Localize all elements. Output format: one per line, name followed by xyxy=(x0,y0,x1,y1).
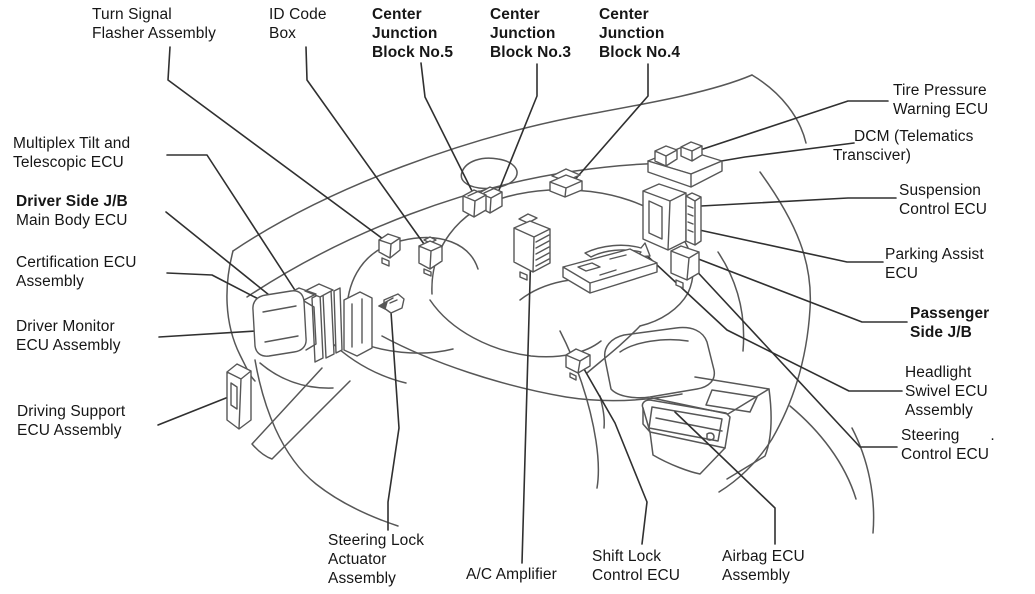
label-center-junction-block-no3: Center Junction Block No.3 xyxy=(490,6,572,61)
leader-steering-control xyxy=(689,263,898,448)
label-driver-monitor-ecu-assembly: Driver Monitor ECU Assembly xyxy=(16,318,121,354)
label-suspension-control-ecu: Suspension Control ECU xyxy=(899,182,988,218)
component-id-code-box xyxy=(418,236,443,277)
component-shift-lock-box xyxy=(565,348,591,381)
leader-driving-support xyxy=(157,395,232,426)
leader-tire-pressure xyxy=(696,100,889,152)
leader-headlight-swivel xyxy=(641,250,903,392)
component-ac-amplifier xyxy=(513,213,551,281)
leader-multiplex xyxy=(166,154,303,302)
components xyxy=(226,141,723,430)
component-right-ecu-stack xyxy=(642,141,723,289)
label-driving-support-ecu-assembly: Driving Support ECU Assembly xyxy=(17,403,126,439)
label-main-body-ecu: Main Body ECU xyxy=(16,212,128,229)
leader-shift-lock xyxy=(583,368,648,545)
label-certification-ecu-assembly: Certification ECU Assembly xyxy=(16,254,137,290)
label-id-code-box: ID Code Box xyxy=(269,6,327,42)
leader-suspension xyxy=(700,197,897,207)
label-tire-pressure-warning-ecu: Tire Pressure Warning ECU xyxy=(893,82,989,118)
label-center-junction-block-no5: Center Junction Block No.5 xyxy=(372,6,454,61)
label-parking-assist-ecu: Parking Assist ECU xyxy=(885,246,984,282)
leader-cjb-no4 xyxy=(571,63,649,184)
label-headlight-swivel-ecu-assembly: Headlight Swivel ECU Assembly xyxy=(905,364,988,419)
leader-lines xyxy=(157,46,908,564)
component-left-ecu-cluster xyxy=(252,283,373,363)
leader-ac-amplifier xyxy=(521,245,532,564)
component-center-junction-blocks-5-3 xyxy=(462,186,503,218)
leader-id-code-box xyxy=(305,46,430,252)
leader-parking-assist xyxy=(689,227,884,263)
component-turn-signal-flasher xyxy=(378,233,401,267)
label-center-junction-block-no4: Center Junction Block No.4 xyxy=(599,6,681,61)
component-headlight-swivel-tray xyxy=(562,242,658,294)
leader-driver-side-jb xyxy=(165,211,280,304)
leader-turn-signal-flasher xyxy=(167,46,384,240)
label-steering-control-ecu: Steering . Control ECU xyxy=(901,427,995,463)
label-passenger-side-jb: Passenger Side J/B xyxy=(910,305,990,341)
leader-cjb-no5 xyxy=(420,62,478,202)
leader-airbag xyxy=(674,411,776,545)
label-steering-lock-actuator-assembly: Steering Lock Actuator Assembly xyxy=(328,532,425,587)
leader-driver-monitor xyxy=(158,330,257,338)
label-multiplex-tilt-telescopic-ecu: Multiplex Tilt and Telescopic ECU xyxy=(13,135,131,171)
component-steering-lock-clip xyxy=(378,293,405,314)
label-driver-side-jb: Driver Side J/B xyxy=(16,193,128,210)
label-dcm-telematics-transciver: DCM (Telematics Transciver) xyxy=(833,128,974,164)
leader-certification xyxy=(166,272,273,307)
leader-cjb-no3 xyxy=(494,63,538,201)
label-ac-amplifier: A/C Amplifier xyxy=(466,566,557,583)
label-shift-lock-control-ecu: Shift Lock Control ECU xyxy=(592,548,681,584)
label-airbag-ecu-assembly: Airbag ECU Assembly xyxy=(722,548,805,584)
label-turn-signal-flasher-assembly: Turn Signal Flasher Assembly xyxy=(92,6,216,42)
leader-steering-lock xyxy=(387,311,400,531)
component-driving-support-bracket xyxy=(226,363,252,430)
component-center-junction-block-4 xyxy=(549,168,583,198)
leader-passenger-jb xyxy=(687,254,908,323)
